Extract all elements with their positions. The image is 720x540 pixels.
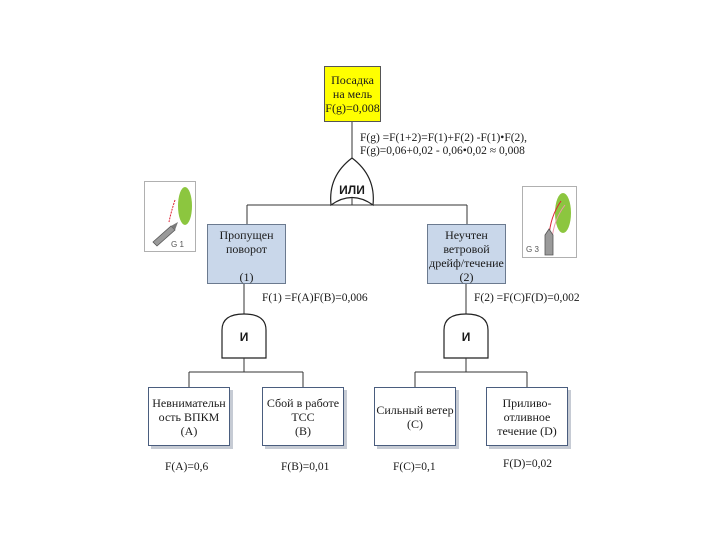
ship-drift-icon: [544, 193, 571, 256]
event-1-line1: Пропущен: [219, 228, 274, 242]
or-gate-label: ИЛИ: [339, 183, 365, 197]
leaf-d-line1: Приливо-: [502, 395, 552, 410]
top-formula: F(g) =F(1+2)=F(1)+F(2) -F(1)•F(2), F(g)=…: [360, 132, 527, 158]
ship-turn-icon: [152, 187, 192, 247]
event-2-line1: Неучтен: [445, 228, 488, 242]
top-event-line1: Посадка: [331, 73, 374, 87]
and-gate-right-shape: [443, 313, 489, 359]
top-event-box: Посадка на мель F(g)=0,008: [324, 66, 381, 122]
and-gate-right-label: И: [461, 330, 471, 344]
top-formula-line2: F(g)=0,06+0,02 - 0,06•0,02 ≈ 0,008: [360, 145, 525, 157]
ship-image-left: G 1: [144, 181, 196, 252]
event-1-id: (1): [239, 270, 254, 284]
leaf-d-box: Приливо- отливное течение (D): [486, 387, 568, 446]
ship-image-left-label: G 1: [171, 240, 184, 249]
top-formula-line1: F(g) =F(1+2)=F(1)+F(2) -F(1)•F(2),: [360, 132, 528, 144]
leaf-b-line2: ТСС: [291, 409, 315, 424]
event-2-line3: дрейф/течение: [429, 256, 504, 270]
leaf-a-box: Невнимательн ость ВПКМ (A): [148, 387, 230, 446]
event-1-box: Пропущен поворот (1): [207, 224, 286, 284]
event-1-line2: поворот: [225, 242, 268, 256]
or-gate-shape: [330, 157, 374, 207]
leaf-d-probability: F(D)=0,02: [503, 458, 552, 470]
leaf-c-probability: F(C)=0,1: [393, 461, 436, 473]
accent-ellipse-left: [178, 187, 192, 225]
accent-ellipse-right: [555, 193, 571, 233]
leaf-d-line2: отливное: [503, 409, 551, 424]
leaf-a-probability: F(A)=0,6: [165, 461, 209, 473]
leaf-b-box: Сбой в работе ТСС (B): [262, 387, 344, 446]
leaf-c-box: Сильный ветер (C): [374, 387, 456, 446]
and-gate-left-label: И: [239, 330, 249, 344]
leaf-c-line1: Сильный ветер: [376, 402, 454, 417]
event-2-box: Неучтен ветровой дрейф/течение (2): [427, 224, 506, 284]
leaf-b-probability: F(B)=0,01: [281, 461, 330, 473]
leaf-c-line2: (C): [407, 416, 423, 431]
top-event-probability: F(g)=0,008: [325, 101, 380, 115]
and-gate-left-shape: [221, 313, 267, 359]
top-event-line2: на мель: [332, 87, 373, 101]
event-1-formula: F(1) =F(A)F(B)=0,006: [262, 292, 368, 304]
leaf-a-line3: (A): [180, 423, 198, 438]
leaf-a-line1: Невнимательн: [152, 395, 226, 410]
leaf-b-line3: (B): [295, 423, 311, 438]
event-2-line2: ветровой: [443, 242, 490, 256]
leaf-a-line2: ость ВПКМ: [158, 409, 220, 424]
ship-image-right-label: G 3: [526, 245, 539, 254]
leaf-b-line1: Сбой в работе: [266, 395, 340, 410]
event-2-formula: F(2) =F(C)F(D)=0,002: [474, 292, 580, 304]
ship-image-right: G 3: [522, 186, 577, 258]
event-2-id: (2): [459, 270, 474, 284]
leaf-d-line3: течение (D): [497, 423, 557, 438]
